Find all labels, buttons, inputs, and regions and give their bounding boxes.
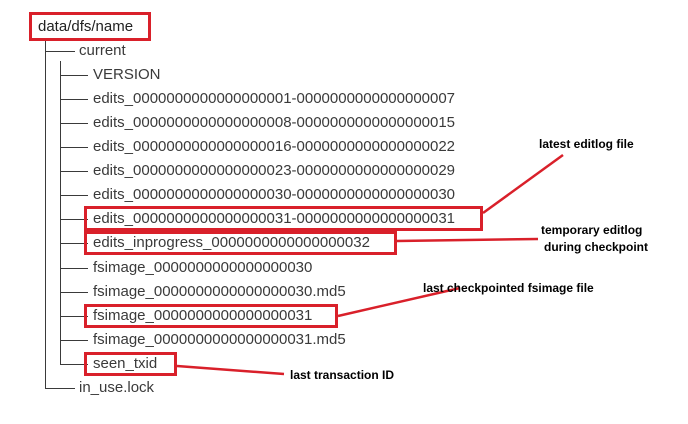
file-edits-1-7: edits_0000000000000000001-00000000000000… bbox=[93, 90, 456, 107]
current-vertical-connector bbox=[60, 61, 61, 364]
file-in-use-lock: in_use.lock bbox=[79, 379, 155, 396]
root-vertical-connector bbox=[45, 41, 46, 388]
file-branch-connector bbox=[60, 195, 88, 196]
current-branch-connector bbox=[45, 51, 75, 52]
file-branch-connector bbox=[60, 292, 88, 293]
file-version: VERSION bbox=[93, 66, 161, 83]
file-branch-connector bbox=[60, 243, 88, 244]
arrow-last-txid bbox=[176, 364, 285, 376]
file-edits-inprogress: edits_inprogress_0000000000000000032 bbox=[93, 234, 370, 251]
file-branch-connector bbox=[60, 147, 88, 148]
file-edits-30-30: edits_0000000000000000030-00000000000000… bbox=[93, 186, 456, 203]
file-fsimage-31: fsimage_0000000000000000031 bbox=[93, 307, 313, 324]
highlight-inprogress-editlog bbox=[84, 231, 397, 255]
file-fsimage-31-md5: fsimage_0000000000000000031.md5 bbox=[93, 331, 346, 348]
file-branch-connector bbox=[60, 268, 88, 269]
highlight-seen-txid bbox=[84, 352, 177, 376]
root-highlight-box bbox=[29, 12, 151, 41]
annotation-temp-editlog-line2: during checkpoint bbox=[544, 240, 649, 254]
file-branch-connector bbox=[60, 171, 88, 172]
file-fsimage-30: fsimage_0000000000000000030 bbox=[93, 259, 313, 276]
file-branch-connector bbox=[60, 123, 88, 124]
file-branch-connector bbox=[60, 219, 88, 220]
annotation-temp-editlog-line1: temporary editlog bbox=[541, 223, 643, 237]
file-edits-8-15: edits_0000000000000000008-00000000000000… bbox=[93, 114, 456, 131]
annotation-last-txid: last transaction ID bbox=[290, 368, 395, 382]
root-dir-label: data/dfs/name bbox=[38, 18, 134, 35]
file-branch-connector bbox=[60, 364, 88, 365]
file-fsimage-30-md5: fsimage_0000000000000000030.md5 bbox=[93, 283, 346, 300]
arrow-latest-editlog bbox=[482, 153, 564, 215]
file-edits-23-29: edits_0000000000000000023-00000000000000… bbox=[93, 162, 456, 179]
annotation-latest-editlog: latest editlog file bbox=[539, 137, 634, 151]
file-branch-connector bbox=[60, 75, 88, 76]
arrow-temp-editlog bbox=[396, 237, 539, 243]
file-edits-16-22: edits_0000000000000000016-00000000000000… bbox=[93, 138, 456, 155]
file-branch-connector bbox=[60, 340, 88, 341]
highlight-last-fsimage bbox=[84, 304, 338, 328]
file-seen-txid: seen_txid bbox=[93, 355, 158, 372]
lock-branch-connector bbox=[45, 388, 75, 389]
dir-current: current bbox=[79, 42, 126, 59]
file-branch-connector bbox=[60, 99, 88, 100]
file-edits-31-31: edits_0000000000000000031-00000000000000… bbox=[93, 210, 456, 227]
highlight-latest-editlog bbox=[84, 206, 483, 231]
annotation-last-fsimage: last checkpointed fsimage file bbox=[423, 281, 594, 295]
file-branch-connector bbox=[60, 316, 88, 317]
